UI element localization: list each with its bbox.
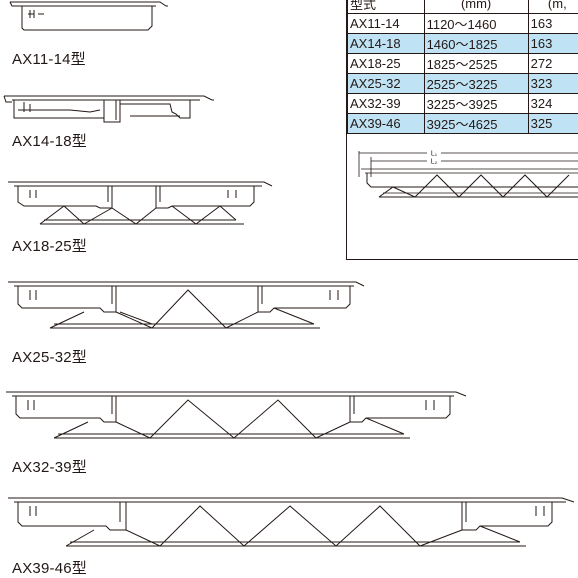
beam-drawing-ax25-32 — [0, 276, 370, 334]
spec-panel: 型式 (mm) (m, AX11-14 1120〜1460 163 AX14-1… — [346, 0, 578, 260]
model-caption: AX25-32型 — [12, 346, 87, 367]
dim-label-l1: L₁ — [431, 151, 438, 158]
cell-range: 2525〜3225 — [424, 74, 528, 94]
cell-type: AX14-18 — [348, 34, 425, 54]
model-caption: AX11-14型 — [12, 48, 86, 69]
cell-col3: 163 — [528, 14, 578, 34]
model-caption: AX14-18型 — [12, 130, 87, 151]
model-caption: AX32-39型 — [12, 456, 87, 477]
beam-drawing-ax14-18 — [0, 88, 240, 128]
beam-drawing-ax32-39 — [0, 386, 470, 444]
cell-type: AX18-25 — [348, 54, 425, 74]
table-row: AX14-18 1460〜1825 163 — [348, 34, 578, 54]
table-row: AX39-46 3925〜4625 325 — [348, 114, 578, 134]
cell-col3: 325 — [528, 114, 578, 134]
header-col3-unit: (m, — [528, 0, 578, 14]
dimension-diagram: L₁ L₂ — [349, 147, 578, 247]
cell-col3: 272 — [528, 54, 578, 74]
cell-col3: 323 — [528, 74, 578, 94]
beam-drawing-ax18-25 — [0, 174, 280, 230]
cell-range: 3925〜4625 — [424, 114, 528, 134]
cell-type: AX11-14 — [348, 14, 425, 34]
header-type: 型式 — [348, 0, 425, 14]
spec-table: 型式 (mm) (m, AX11-14 1120〜1460 163 AX14-1… — [347, 0, 578, 134]
table-row: AX18-25 1825〜2525 272 — [348, 54, 578, 74]
cell-range: 1120〜1460 — [424, 14, 528, 34]
cell-range: 1825〜2525 — [424, 54, 528, 74]
model-caption: AX18-25型 — [12, 235, 87, 256]
cell-type: AX32-39 — [348, 94, 425, 114]
beam-drawing-ax11-14 — [0, 0, 200, 32]
table-row: AX32-39 3225〜3925 324 — [348, 94, 578, 114]
table-row: AX11-14 1120〜1460 163 — [348, 14, 578, 34]
cell-col3: 324 — [528, 94, 578, 114]
header-range-unit: (mm) — [424, 0, 528, 14]
cell-col3: 163 — [528, 34, 578, 54]
cell-type: AX25-32 — [348, 74, 425, 94]
dim-label-l2: L₂ — [431, 159, 438, 166]
cell-range: 3225〜3925 — [424, 94, 528, 114]
cell-type: AX39-46 — [348, 114, 425, 134]
table-row: AX25-32 2525〜3225 323 — [348, 74, 578, 94]
beam-drawing-ax39-46 — [0, 494, 578, 552]
cell-range: 1460〜1825 — [424, 34, 528, 54]
table-header-row: 型式 (mm) (m, — [348, 0, 578, 14]
